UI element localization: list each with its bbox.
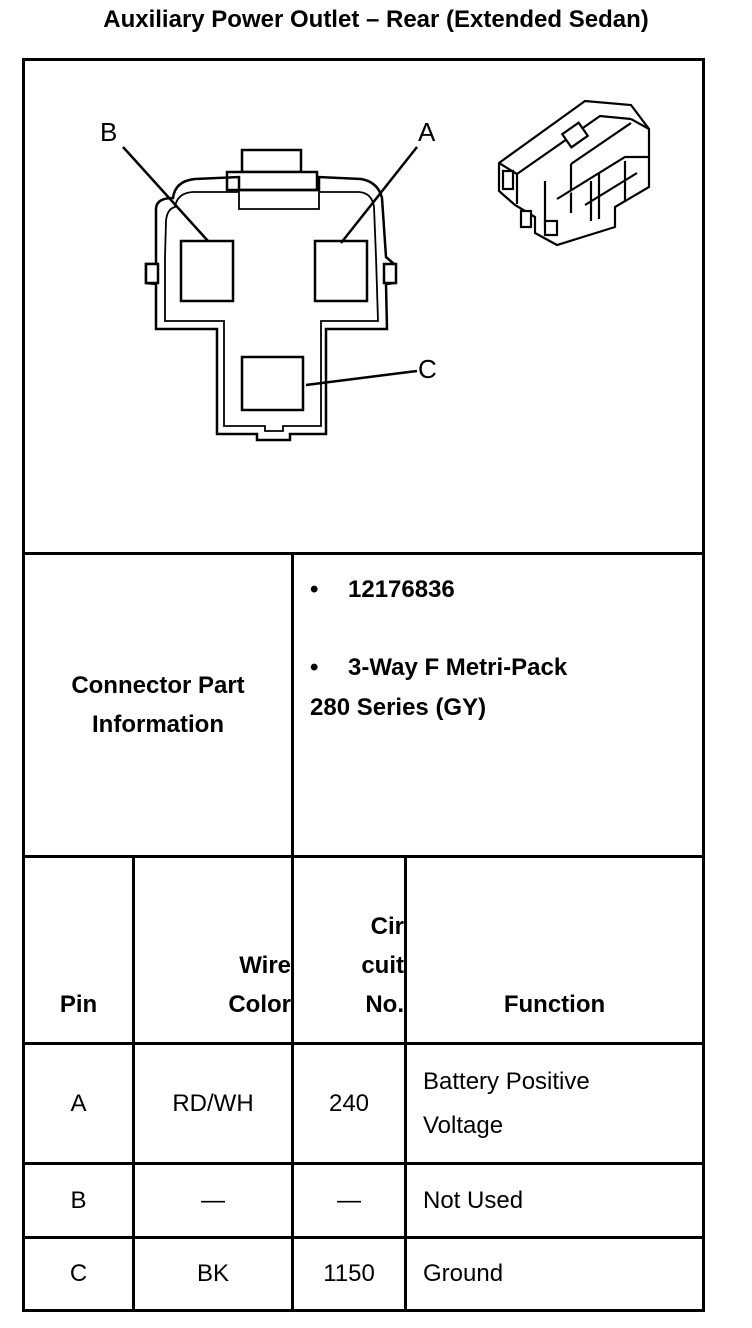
connector-diagram: B A C: [100, 99, 651, 442]
header-circuit-line2: cuit: [361, 952, 404, 979]
divider-circuit-column: [404, 855, 407, 1312]
divider-connector-info: [22, 855, 705, 858]
header-pin-label: Pin: [59, 991, 98, 1018]
row-c-pin: C: [69, 1260, 88, 1287]
part-number-row: • 12176836: [310, 570, 700, 610]
divider-table-header: [22, 1042, 705, 1045]
header-circuit-line3: No.: [365, 991, 404, 1018]
connector-face-drawing: [122, 146, 418, 442]
header-function: Function: [407, 858, 702, 1042]
cavity-a: [313, 239, 369, 303]
header-wire-color-line1: Wire: [239, 952, 291, 979]
row-a-function-line2: Voltage: [423, 1111, 504, 1139]
part-number: 12176836: [348, 576, 455, 603]
header-pin: Pin: [25, 858, 132, 1042]
bullet: •: [310, 576, 319, 603]
row-a-function-line1: Battery Positive: [423, 1067, 590, 1095]
row-c-wire-color: BK: [196, 1260, 229, 1287]
cavity-c: [240, 355, 305, 412]
description-line2: 280 Series (GY): [310, 694, 487, 721]
row-a-wire-color: RD/WH: [172, 1089, 254, 1117]
row-c-circuit: 1150: [323, 1260, 375, 1287]
divider-wire-column: [291, 855, 294, 1312]
cavity-b: [179, 239, 235, 303]
header-circuit-line1: Cir: [370, 913, 404, 940]
description-line1: 3-Way F Metri-Pack: [348, 654, 568, 681]
divider-pin-column: [132, 855, 135, 1312]
connector-info-details: • 12176836 • 3-Way F Metri-Pack 280 Series…: [310, 570, 700, 728]
page-title: Auxiliary Power Outlet – Rear (Extended …: [103, 6, 649, 33]
row-b-wire-color: —: [201, 1186, 225, 1214]
pin-label-b: B: [100, 117, 117, 147]
header-wire-color: Wire Color: [135, 858, 291, 1042]
connector-info-label: Connector Part Information: [25, 555, 291, 855]
row-a-function: Battery Positive Voltage: [407, 1045, 702, 1162]
divider-info-column: [291, 552, 294, 855]
connector-3d-view: [497, 99, 651, 247]
row-b-pin: B: [70, 1186, 87, 1214]
connector-table-frame: [22, 58, 705, 1312]
description-row: • 3-Way F Metri-Pack: [310, 648, 700, 688]
row-a-circuit: 240: [328, 1089, 370, 1117]
connector-info-label-line2: Information: [92, 711, 224, 738]
row-c-function: Ground: [423, 1260, 504, 1287]
row-b-function: Not Used: [423, 1186, 524, 1214]
divider-row-b: [22, 1236, 705, 1239]
description-row-2: 280 Series (GY): [310, 688, 700, 728]
row-a-pin: A: [70, 1089, 87, 1117]
divider-row-a: [22, 1162, 705, 1165]
connector-info-label-line1: Connector Part: [71, 672, 245, 699]
row-b-circuit: —: [337, 1186, 361, 1214]
header-wire-color-line2: Color: [228, 991, 291, 1018]
pin-label-c: C: [418, 354, 437, 384]
bullet: •: [310, 654, 319, 681]
divider-diagram: [22, 552, 705, 555]
header-circuit: Cir cuit No.: [294, 858, 404, 1042]
header-function-label: Function: [503, 991, 606, 1018]
pin-label-a: A: [418, 117, 436, 147]
